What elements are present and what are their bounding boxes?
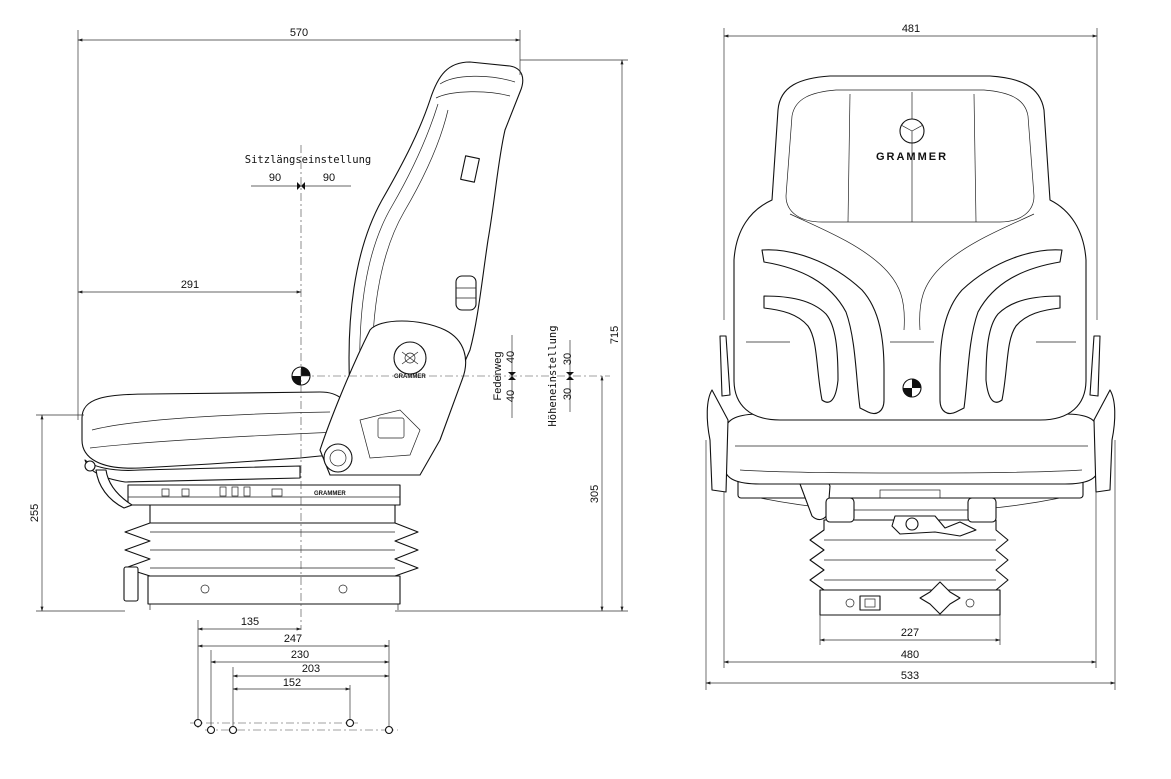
dim-seat-height: 255: [29, 504, 41, 522]
dim-base-height: 305: [589, 485, 601, 503]
mount-spacing-247: 247: [284, 633, 302, 645]
suspension-up: 40: [505, 351, 517, 363]
front-brand-logo: GRAMMER: [876, 151, 948, 163]
mount-spacing-dims: 247 230 203 152: [190, 633, 398, 735]
dim-base-width: 227: [901, 627, 919, 639]
dim-seat-width: 480: [901, 649, 919, 661]
side-backrest: [348, 61, 524, 396]
front-view: GRAMMER 481 227: [705, 23, 1116, 690]
side-slide-rail: GRAMMER: [127, 484, 401, 506]
side-recliner-frame: GRAMMER: [319, 320, 467, 476]
height-adjust-down: 30: [562, 388, 574, 400]
dim-overall-length: 570: [290, 27, 308, 39]
fore-aft-left: 90: [269, 172, 281, 184]
suspension-label: Federweg: [492, 352, 504, 401]
svg-text:GRAMMER: GRAMMER: [314, 491, 346, 497]
mount-spacing-230: 230: [291, 649, 309, 661]
svg-text:GRAMMER: GRAMMER: [394, 374, 426, 380]
dim-mount-offset: 135: [241, 616, 259, 628]
side-seat-cushion: [81, 391, 349, 509]
side-suspension-base: [123, 504, 419, 610]
fore-aft-right: 90: [323, 172, 335, 184]
dim-overall-width: 533: [901, 670, 919, 682]
front-mechanism: [737, 477, 1084, 537]
front-suspension-base: [809, 519, 1009, 616]
front-cg-marker: [902, 378, 922, 398]
dim-cg-offset: 291: [181, 279, 199, 291]
fore-aft-label: Sitzlängseinstellung: [245, 154, 371, 166]
side-view: GRAMMER: [29, 27, 628, 735]
mount-spacing-203: 203: [302, 663, 320, 675]
front-seat-cushion: [706, 389, 1116, 493]
dim-overall-height: 715: [609, 326, 621, 344]
height-adjust-label: Höheneinstellung: [547, 325, 559, 426]
suspension-down: 40: [505, 390, 517, 402]
dim-backrest-width: 481: [902, 23, 920, 35]
mount-spacing-152: 152: [283, 677, 301, 689]
front-backrest: GRAMMER: [719, 75, 1101, 421]
height-adjust-up: 30: [562, 353, 574, 365]
